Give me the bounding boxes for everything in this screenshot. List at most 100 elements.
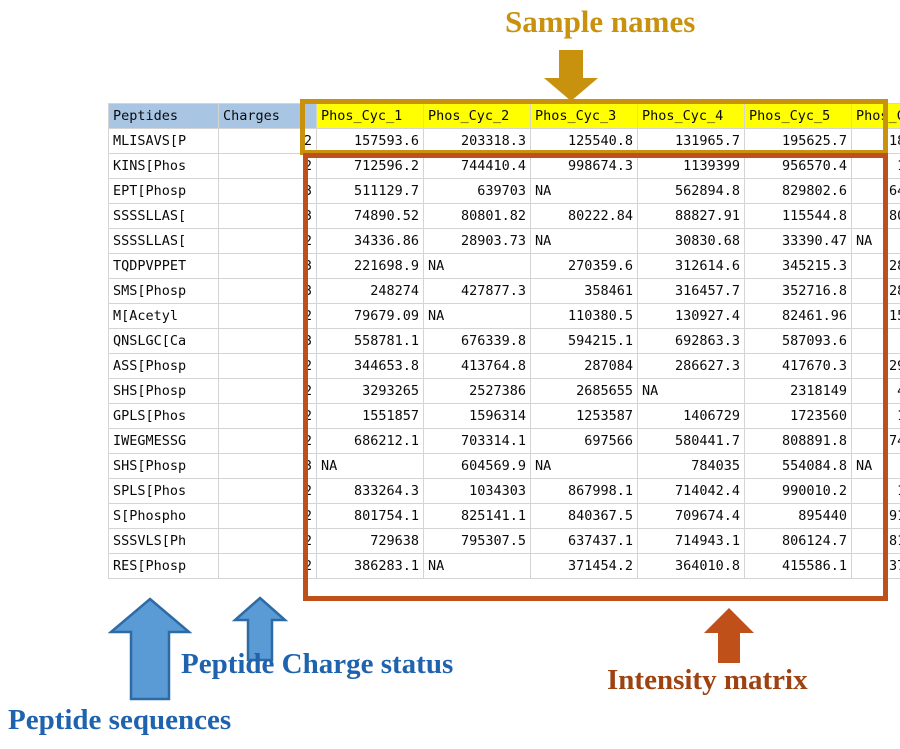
cell-intensity[interactable]: 686212.1: [316, 428, 424, 454]
cell-intensity[interactable]: 157593.6: [316, 128, 424, 154]
cell-intensity[interactable]: 74890.52: [316, 203, 424, 229]
cell-intensity[interactable]: 692863.3: [637, 328, 745, 354]
column-header-sample-4[interactable]: Phos_Cyc_4: [637, 103, 745, 129]
cell-intensity[interactable]: 833264.3: [316, 478, 424, 504]
cell-intensity[interactable]: 594215.1: [530, 328, 638, 354]
cell-intensity[interactable]: 867998.1: [530, 478, 638, 504]
cell-intensity[interactable]: 1723560: [744, 403, 852, 429]
cell-intensity[interactable]: 364010.8: [637, 553, 745, 579]
cell-intensity[interactable]: 115544.8: [744, 203, 852, 229]
cell-peptide-sequence[interactable]: SSSVLS[Ph: [108, 528, 219, 554]
cell-intensity[interactable]: NA: [530, 178, 638, 204]
cell-intensity[interactable]: 511129.7: [316, 178, 424, 204]
cell-charge[interactable]: 3: [218, 328, 317, 354]
cell-intensity[interactable]: 415586.1: [744, 553, 852, 579]
cell-intensity[interactable]: 427877.3: [423, 278, 531, 304]
cell-intensity[interactable]: 344653.8: [316, 353, 424, 379]
cell-intensity[interactable]: 248274: [316, 278, 424, 304]
cell-intensity[interactable]: NA: [851, 228, 900, 254]
cell-peptide-sequence[interactable]: KINS[Phos: [108, 153, 219, 179]
cell-intensity[interactable]: 358461: [530, 278, 638, 304]
column-header-charges[interactable]: Charges: [218, 103, 317, 129]
cell-intensity[interactable]: 829802.6: [744, 178, 852, 204]
cell-intensity[interactable]: 155724.4: [851, 303, 900, 329]
cell-intensity[interactable]: 714943.1: [637, 528, 745, 554]
cell-charge[interactable]: 2: [218, 428, 317, 454]
cell-charge[interactable]: 3: [218, 253, 317, 279]
cell-intensity[interactable]: 818071.6: [851, 528, 900, 554]
cell-intensity[interactable]: 840367.5: [530, 503, 638, 529]
cell-peptide-sequence[interactable]: QNSLGC[Ca: [108, 328, 219, 354]
cell-intensity[interactable]: 130927.4: [637, 303, 745, 329]
cell-peptide-sequence[interactable]: IWEGMESSG: [108, 428, 219, 454]
cell-intensity[interactable]: 825141.1: [423, 503, 531, 529]
cell-peptide-sequence[interactable]: SHS[Phosp: [108, 378, 219, 404]
cell-intensity[interactable]: NA: [423, 253, 531, 279]
cell-charge[interactable]: 3: [218, 203, 317, 229]
cell-intensity[interactable]: 639703: [423, 178, 531, 204]
cell-intensity[interactable]: NA: [316, 453, 424, 479]
cell-peptide-sequence[interactable]: EPT[Phosp: [108, 178, 219, 204]
cell-charge[interactable]: 2: [218, 228, 317, 254]
cell-peptide-sequence[interactable]: ASS[Phosp: [108, 353, 219, 379]
cell-intensity[interactable]: 1120046: [851, 153, 900, 179]
cell-intensity[interactable]: 637437.1: [530, 528, 638, 554]
cell-charge[interactable]: 2: [218, 528, 317, 554]
cell-peptide-sequence[interactable]: SMS[Phosp: [108, 278, 219, 304]
cell-intensity[interactable]: 28903.73: [423, 228, 531, 254]
cell-intensity[interactable]: 80222.84: [530, 203, 638, 229]
cell-intensity[interactable]: 795307.5: [423, 528, 531, 554]
cell-intensity[interactable]: 82461.96: [744, 303, 852, 329]
cell-intensity[interactable]: NA: [530, 453, 638, 479]
cell-intensity[interactable]: 703314.1: [423, 428, 531, 454]
cell-intensity[interactable]: 79679.09: [316, 303, 424, 329]
cell-intensity[interactable]: 352716.8: [744, 278, 852, 304]
cell-intensity[interactable]: 709674.4: [637, 503, 745, 529]
cell-intensity[interactable]: 2527386: [423, 378, 531, 404]
cell-intensity[interactable]: 2685655: [530, 378, 638, 404]
cell-intensity[interactable]: 203318.3: [423, 128, 531, 154]
cell-charge[interactable]: 2: [218, 353, 317, 379]
cell-peptide-sequence[interactable]: S[Phospho: [108, 503, 219, 529]
cell-peptide-sequence[interactable]: MLISAVS[P: [108, 128, 219, 154]
cell-intensity[interactable]: 386283.1: [316, 553, 424, 579]
cell-intensity[interactable]: 287084: [530, 353, 638, 379]
cell-intensity[interactable]: 1502006: [851, 403, 900, 429]
cell-intensity[interactable]: 784035: [637, 453, 745, 479]
cell-intensity[interactable]: 729638: [316, 528, 424, 554]
cell-intensity[interactable]: 895440: [744, 503, 852, 529]
cell-intensity[interactable]: 913974.4: [851, 503, 900, 529]
cell-charge[interactable]: 2: [218, 303, 317, 329]
cell-intensity[interactable]: 604569.9: [423, 453, 531, 479]
cell-intensity[interactable]: 1253587: [530, 403, 638, 429]
cell-intensity[interactable]: 30830.68: [637, 228, 745, 254]
cell-intensity[interactable]: 312614.6: [637, 253, 745, 279]
column-header-sample-3[interactable]: Phos_Cyc_3: [530, 103, 638, 129]
cell-intensity[interactable]: 4120553: [851, 378, 900, 404]
cell-peptide-sequence[interactable]: SSSSLLAS[: [108, 228, 219, 254]
cell-intensity[interactable]: 1039246: [851, 478, 900, 504]
cell-intensity[interactable]: 1551857: [316, 403, 424, 429]
cell-charge[interactable]: 3: [218, 453, 317, 479]
cell-intensity[interactable]: 998674.3: [530, 153, 638, 179]
cell-intensity[interactable]: NA: [423, 553, 531, 579]
cell-intensity[interactable]: 34336.86: [316, 228, 424, 254]
column-header-sample-6[interactable]: Phos_Cyc_6: [851, 103, 900, 129]
column-header-sample-2[interactable]: Phos_Cyc_2: [423, 103, 531, 129]
cell-intensity[interactable]: 373595.6: [851, 553, 900, 579]
cell-charge[interactable]: 2: [218, 478, 317, 504]
cell-intensity[interactable]: 286627.3: [637, 353, 745, 379]
cell-intensity[interactable]: 285275.5: [851, 278, 900, 304]
cell-intensity[interactable]: 88827.91: [637, 203, 745, 229]
cell-intensity[interactable]: 1139399: [637, 153, 745, 179]
cell-intensity[interactable]: 80801.82: [423, 203, 531, 229]
cell-intensity[interactable]: 645625.4: [851, 178, 900, 204]
cell-peptide-sequence[interactable]: SHS[Phosp: [108, 453, 219, 479]
cell-intensity[interactable]: 580441.7: [637, 428, 745, 454]
cell-charge[interactable]: 3: [218, 278, 317, 304]
cell-intensity[interactable]: 562894.8: [637, 178, 745, 204]
peptide-intensity-table[interactable]: Peptides Charges Phos_Cyc_1 Phos_Cyc_2 P…: [108, 103, 900, 579]
cell-peptide-sequence[interactable]: SPLS[Phos: [108, 478, 219, 504]
cell-intensity[interactable]: 110380.5: [530, 303, 638, 329]
cell-intensity[interactable]: NA: [637, 378, 745, 404]
